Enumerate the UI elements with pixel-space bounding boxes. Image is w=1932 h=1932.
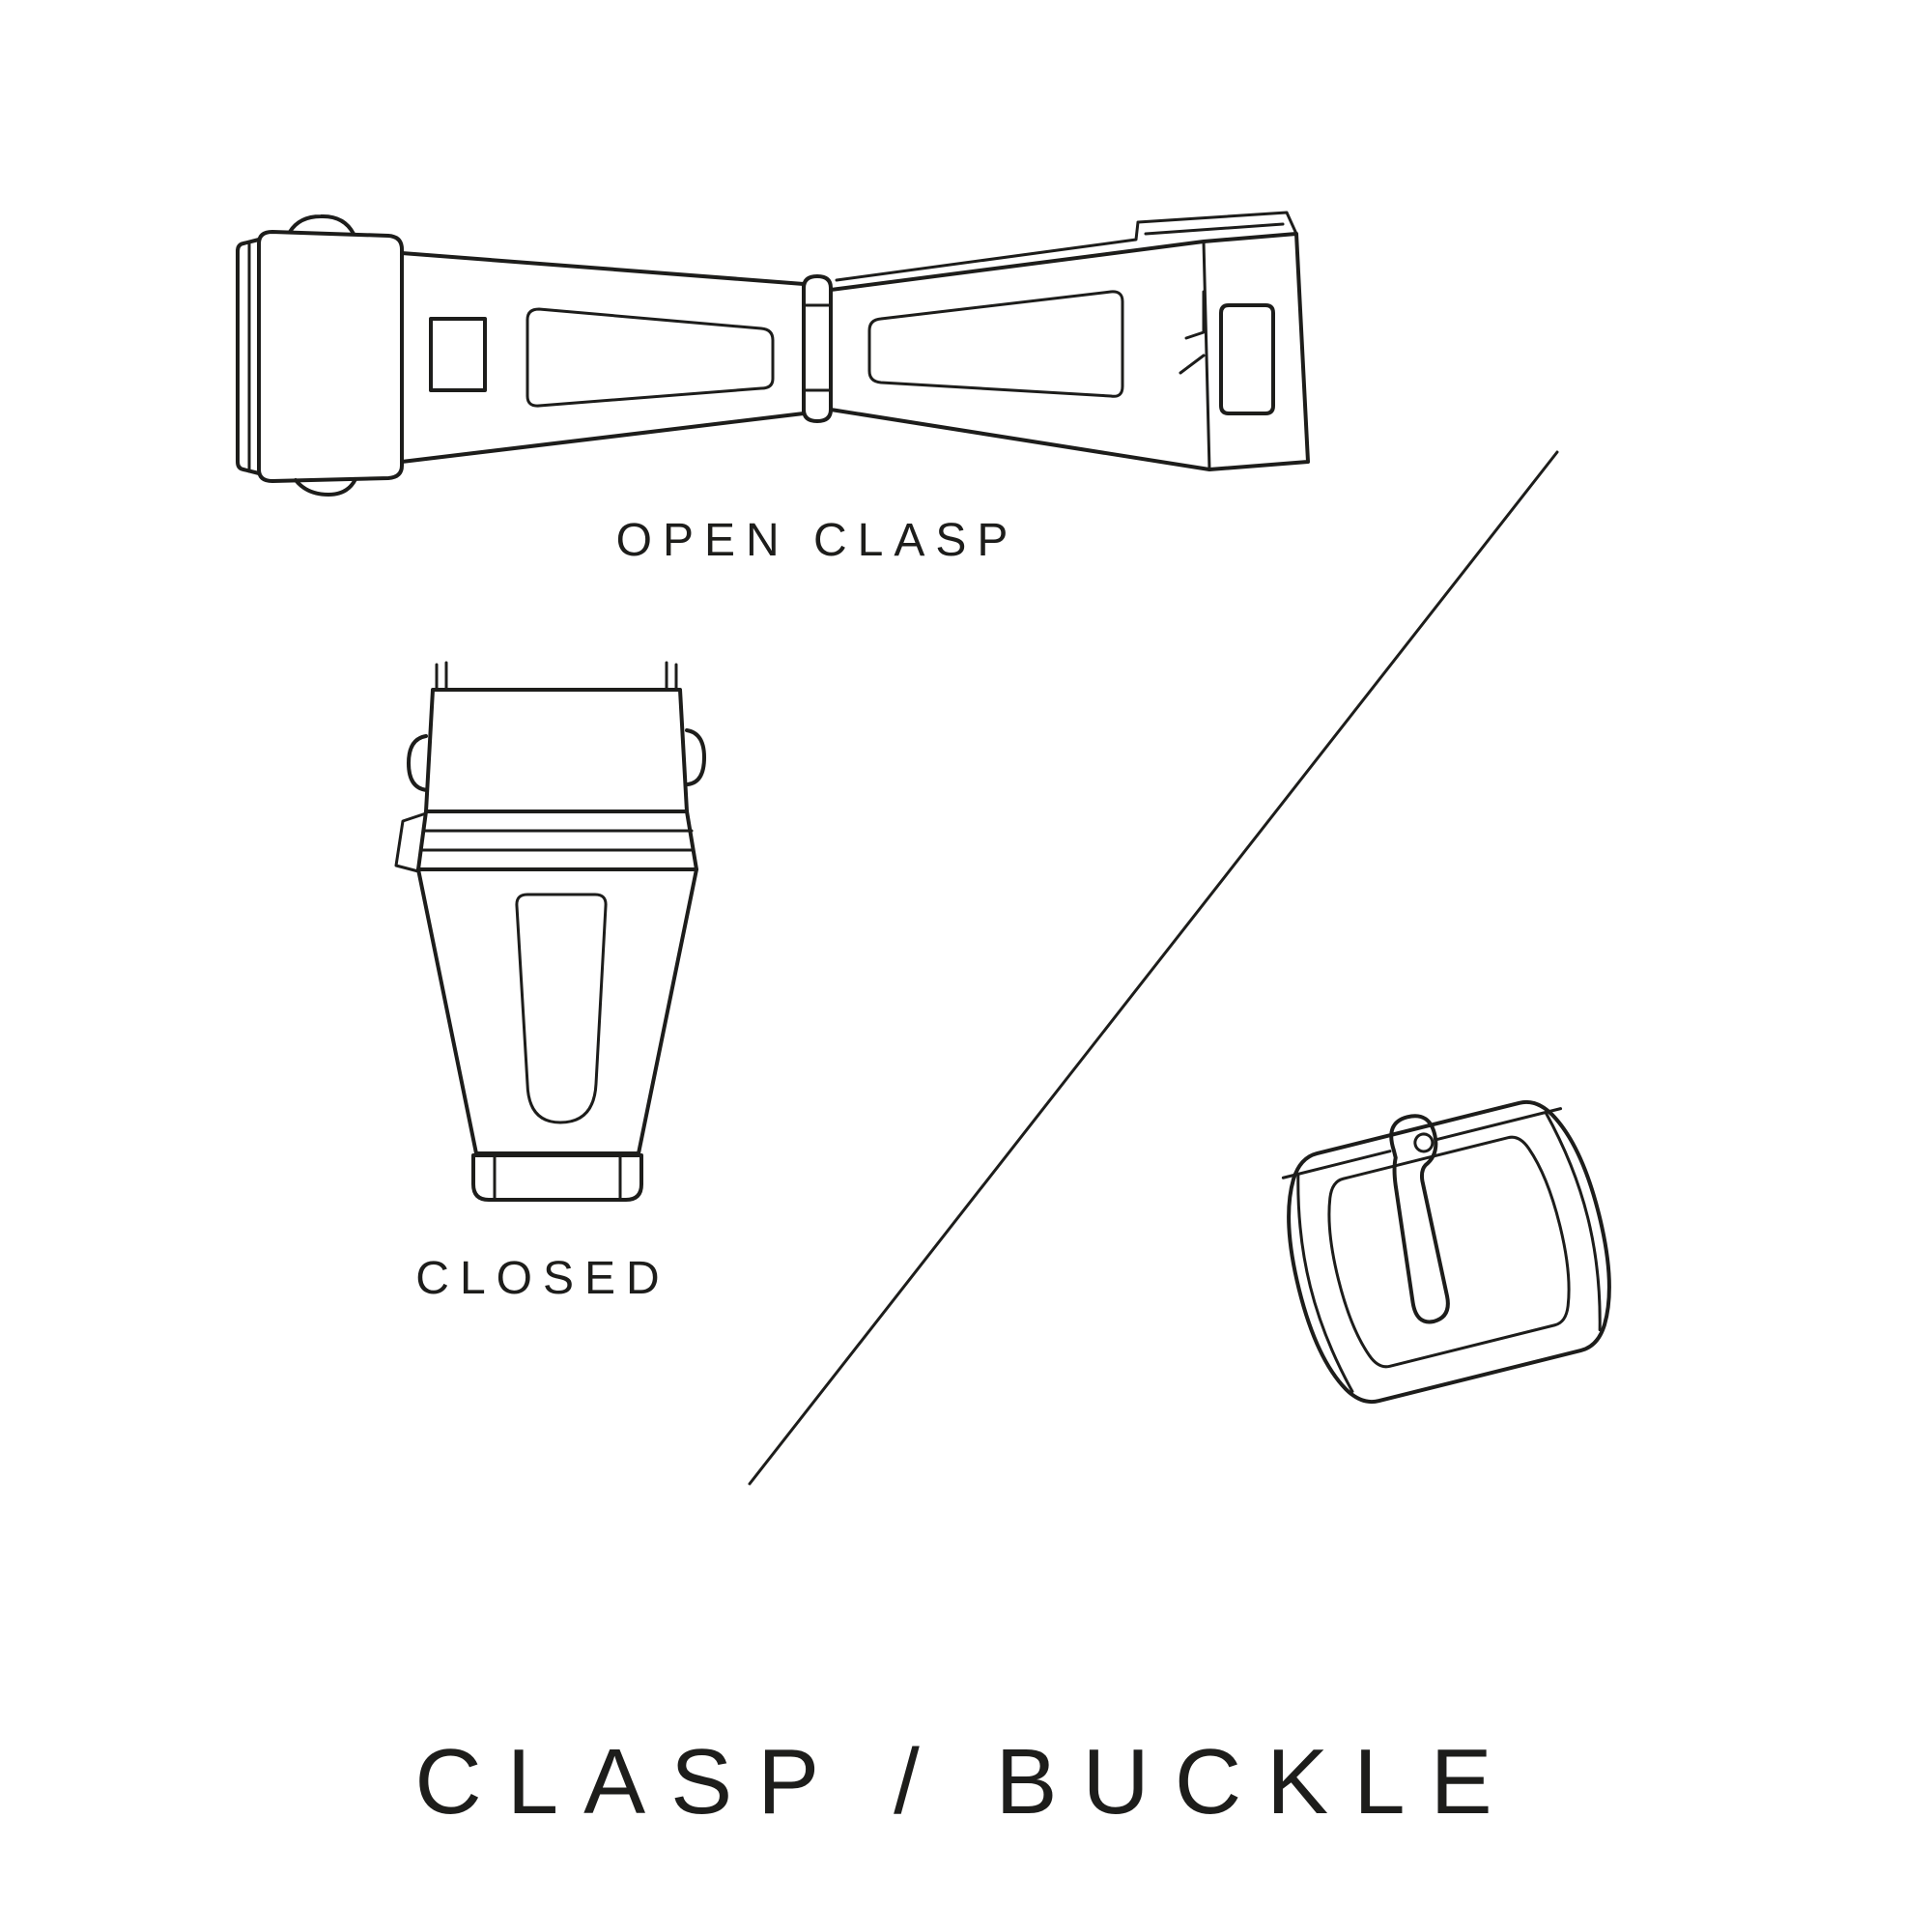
closed-clasp-icon <box>394 661 706 1202</box>
buckle-icon <box>1281 1099 1611 1405</box>
diagonal-divider-line <box>748 450 1559 1486</box>
open-clasp-label: OPEN CLASP <box>615 515 1019 566</box>
open-clasp-icon <box>236 211 1310 497</box>
closed-clasp-label: CLOSED <box>415 1253 670 1304</box>
page-title: CLASP / BUCKLE <box>414 1730 1518 1833</box>
